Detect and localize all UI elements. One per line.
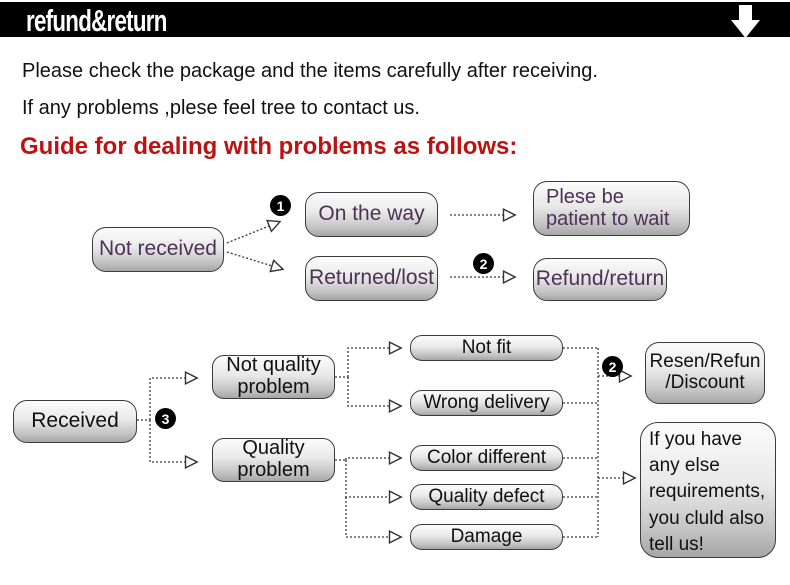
node-label: Received xyxy=(31,409,119,433)
guide-heading: Guide for dealing with problems as follo… xyxy=(20,133,518,160)
node-label: Refund/return xyxy=(535,267,665,291)
intro-line-2: If any problems ,plese feel tree to cont… xyxy=(22,97,420,119)
node-resen-refund-discount: Resen/Refun /Discount xyxy=(645,342,765,404)
node-received: Received xyxy=(13,400,137,443)
node-quality-defect: Quality defect xyxy=(410,484,563,510)
badge-number: 1 xyxy=(276,197,285,214)
node-not-received: Not received xyxy=(92,227,224,272)
node-label-line2: problem xyxy=(237,459,310,481)
badge-number: 2 xyxy=(479,255,488,272)
node-label-line1: Resen/Refun xyxy=(649,351,761,373)
node-refund-return: Refund/return xyxy=(533,258,667,301)
badge-number: 2 xyxy=(608,358,617,375)
node-patient-to-wait: Plese be patient to wait xyxy=(533,181,690,236)
node-label-line2: patient to wait xyxy=(546,207,670,230)
node-returned-lost: Returned/lost xyxy=(305,256,438,301)
note-line-5: tell us! xyxy=(649,533,704,555)
step-badge-2: 2 xyxy=(473,253,494,274)
step-badge-2b: 2 xyxy=(602,356,623,377)
intro-line-1: Please check the package and the items c… xyxy=(22,60,598,82)
node-label: On the way xyxy=(318,202,425,226)
node-label-line1: Quality xyxy=(242,437,305,460)
node-label-line1: Plese be xyxy=(546,185,624,208)
node-wrong-delivery: Wrong delivery xyxy=(410,390,563,416)
step-badge-3: 3 xyxy=(155,408,176,429)
note-line-2: any else xyxy=(649,455,720,477)
note-line-3: requirements, xyxy=(649,481,766,503)
node-label: Not received xyxy=(99,237,217,261)
badge-number: 3 xyxy=(161,410,170,427)
node-label: Wrong delivery xyxy=(423,391,550,413)
node-not-fit: Not fit xyxy=(410,335,563,361)
node-quality-problem: Quality problem xyxy=(212,438,335,482)
down-arrow-icon xyxy=(731,5,760,38)
node-label-line2: /Discount xyxy=(665,372,745,393)
step-badge-1: 1 xyxy=(270,195,291,216)
note-line-1: If you have xyxy=(649,429,742,450)
node-any-requirements-note: If you have any else requirements, you c… xyxy=(640,422,776,558)
node-label: Quality defect xyxy=(428,485,545,507)
node-label: Not fit xyxy=(461,336,512,358)
node-label-line1: Not quality xyxy=(226,354,321,377)
node-color-different: Color different xyxy=(410,445,563,471)
node-label: Color different xyxy=(427,446,546,468)
node-label: Returned/lost xyxy=(309,266,434,290)
node-damage: Damage xyxy=(410,524,563,550)
node-label-line2: problem xyxy=(237,376,310,398)
page-title: refund&return xyxy=(26,3,167,38)
title-bar: refund&return xyxy=(0,2,790,38)
node-on-the-way: On the way xyxy=(305,192,438,237)
note-line-4: you cluld also xyxy=(649,507,765,529)
node-label: Damage xyxy=(450,525,523,547)
node-not-quality-problem: Not quality problem xyxy=(212,355,335,399)
